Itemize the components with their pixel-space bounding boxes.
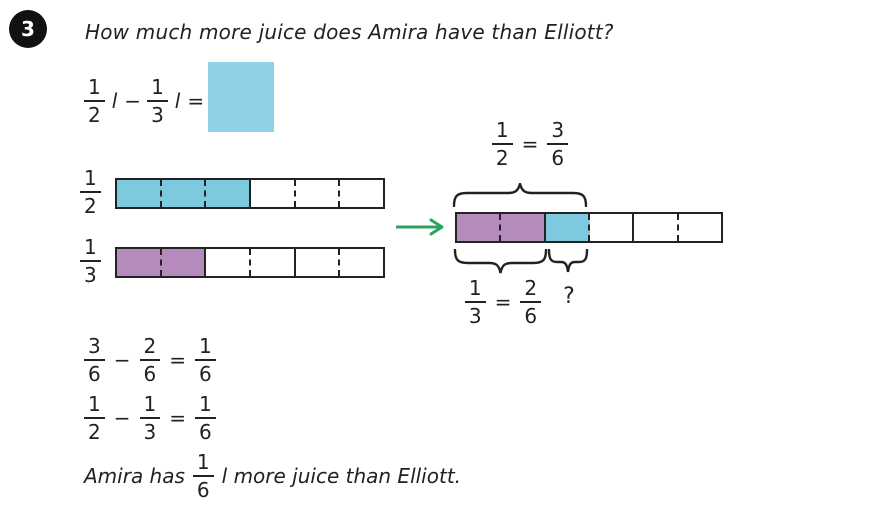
fraction-one-sixth: 1 6 (192, 452, 214, 500)
litre-unit: l (111, 89, 118, 113)
combined-sixths-bar (455, 212, 723, 243)
work-equation-original: 1 2 − 1 3 = 1 6 (84, 394, 216, 442)
question-mark: ? (563, 284, 575, 309)
fraction-three-sixths: 3 6 (547, 120, 569, 168)
question-number: 3 (21, 17, 35, 41)
equals-sign: = (169, 406, 186, 430)
work-equation-sixths: 3 6 − 2 6 = 1 6 (84, 336, 216, 384)
equals-sign: = (187, 89, 205, 113)
fraction-one-third: 1 3 (464, 278, 486, 326)
overbrace (452, 183, 588, 207)
minus-sign: − (113, 348, 131, 372)
minus-sign: − (124, 89, 142, 113)
fraction-one-half: 1 2 (84, 77, 105, 125)
bar-segment-white (206, 249, 252, 276)
fraction-three-sixths: 3 6 (84, 336, 105, 384)
bar-segment-purple (161, 249, 207, 276)
fraction-one-half: 1 2 (84, 394, 105, 442)
bar-label-one-half: 1 2 (80, 168, 101, 216)
bar-segment-white (678, 214, 721, 241)
question-number-badge: 3 (9, 10, 47, 48)
equals-sign: = (494, 290, 512, 314)
fraction-bar-half (115, 178, 385, 209)
fraction-one-sixth: 1 6 (195, 394, 216, 442)
equals-sign: = (521, 132, 539, 156)
answer-sentence-prefix: Amira has (84, 464, 185, 488)
bar-label-one-third: 1 3 (80, 237, 101, 285)
bar-segment-purple (501, 214, 546, 241)
fraction-bar-third (115, 247, 385, 278)
bar-segment-white (251, 249, 296, 276)
fraction-two-sixths: 2 6 (139, 336, 161, 384)
bar-segment-purple (457, 214, 502, 241)
bar-segment-white (340, 180, 384, 207)
fraction-one-third: 1 3 (139, 394, 161, 442)
bar-segment-blue (117, 180, 162, 207)
arrow-right-icon (396, 216, 448, 238)
fraction-one-third: 1 3 (147, 77, 168, 125)
underbrace-third (453, 249, 548, 275)
bar-segment-blue (161, 180, 207, 207)
bar-segment-white (295, 180, 341, 207)
fraction-two-sixths: 2 6 (520, 278, 542, 326)
bar-segment-white (340, 249, 384, 276)
bar-segment-white (251, 180, 296, 207)
litre-unit: l (174, 89, 181, 113)
bar-segment-white (634, 214, 679, 241)
bottom-brace-label: 1 3 = 2 6 (448, 278, 558, 326)
answer-sentence: Amira has 1 6 l more juice than Elliott. (84, 452, 461, 500)
underbrace-difference (547, 249, 589, 275)
bar-segment-white (589, 214, 635, 241)
top-equation: 1 2 l − 1 3 l = (84, 70, 204, 132)
top-brace-label: 1 2 = 3 6 (470, 120, 590, 168)
bar-segment-blue (545, 214, 590, 241)
bar-segment-blue (206, 180, 252, 207)
answer-box[interactable] (208, 62, 274, 132)
answer-sentence-suffix: l more juice than Elliott. (221, 464, 462, 488)
fraction-one-sixth: 1 6 (195, 336, 216, 384)
minus-sign: − (113, 406, 131, 430)
bar-segment-purple (117, 249, 162, 276)
question-text: How much more juice does Amira have than… (85, 20, 614, 44)
equals-sign: = (169, 348, 186, 372)
fraction-one-half: 1 2 (491, 120, 513, 168)
bar-segment-white (295, 249, 341, 276)
